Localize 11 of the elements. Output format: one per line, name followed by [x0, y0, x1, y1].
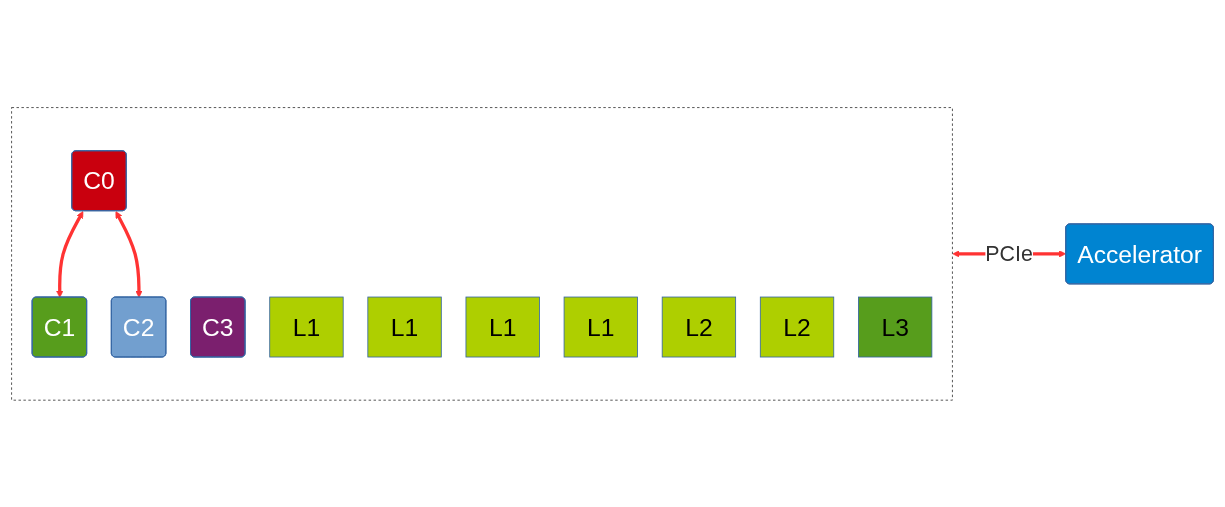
node-box: L2 — [759, 296, 835, 358]
node-box: L1 — [563, 296, 638, 358]
node-box: L1 — [367, 296, 442, 358]
node-box: L3 — [858, 296, 933, 358]
node-box: L2 — [661, 296, 737, 358]
node-box: L1 — [269, 296, 344, 358]
arrow — [56, 210, 84, 298]
edge-label: PCIe — [985, 240, 1033, 266]
arrow — [115, 210, 143, 298]
node-box: L1 — [465, 296, 540, 358]
cluster — [11, 106, 953, 401]
